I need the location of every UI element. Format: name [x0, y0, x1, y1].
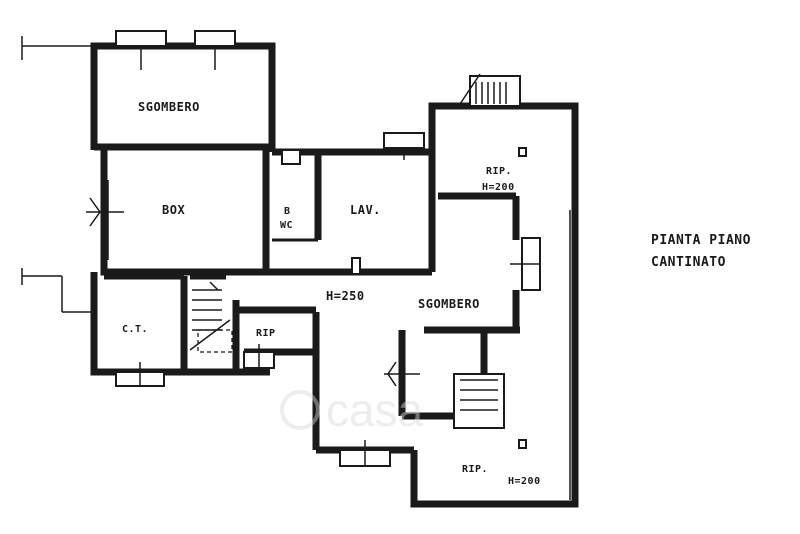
stair-bottom-left: [189, 281, 233, 353]
watermark: casa: [280, 384, 424, 436]
marker-squares: [518, 147, 527, 449]
room-label-rip-top-height: H=200: [482, 182, 515, 193]
room-label-rip-bottom: RIP.: [462, 464, 488, 475]
window-lav: [383, 132, 425, 160]
room-label-rip-bottom-height: H=200: [508, 476, 541, 487]
left-block-walls: [90, 42, 276, 276]
plan-title-line1: PIANTA PIANO: [651, 233, 751, 248]
window-bottom: [339, 440, 391, 467]
window-right-side: [510, 237, 541, 291]
room-label-box: BOX: [162, 203, 185, 217]
room-label-ct: C.T.: [122, 324, 148, 335]
exterior-lines: [21, 36, 92, 313]
window-rip-small: [243, 344, 275, 369]
internal-steps: [453, 373, 505, 429]
right-block-walls: [312, 102, 579, 508]
room-label-wc: WC: [280, 220, 293, 231]
room-label-rip-top: RIP.: [486, 166, 512, 177]
plan-title-line2: CANTINATO: [651, 255, 726, 270]
watermark-text: casa: [326, 384, 424, 436]
stair-top-right: [459, 73, 521, 107]
room-label-sgombero-center: SGOMBERO: [418, 297, 480, 311]
room-label-lav: LAV.: [350, 203, 381, 217]
room-label-rip-small: RIP: [256, 328, 276, 339]
room-label-corridor-height: H=250: [326, 289, 365, 303]
window-wc: [281, 149, 301, 165]
room-label-wc-b: B: [284, 206, 291, 217]
box-door-icon: [86, 197, 124, 227]
room-label-sgombero-top: SGOMBERO: [138, 100, 200, 114]
window-sgombero-left: [115, 30, 167, 70]
window-sgombero-right: [194, 30, 236, 70]
door-center-icon: [384, 361, 420, 387]
bottom-left-walls: [90, 272, 316, 376]
window-ct: [115, 362, 165, 387]
